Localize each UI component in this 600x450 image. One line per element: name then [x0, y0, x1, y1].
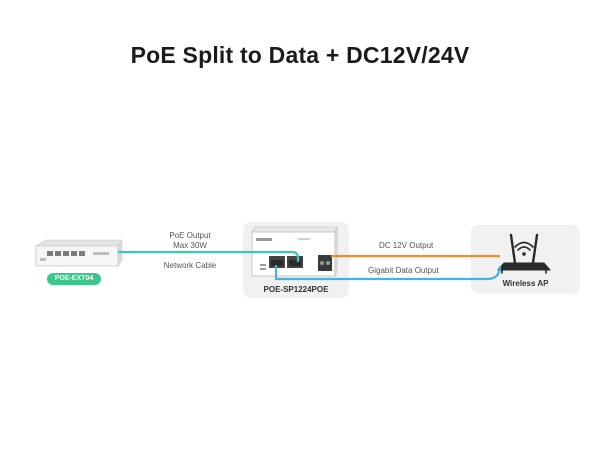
splitter-model-label: POE-SP1224POE [263, 285, 329, 294]
poe-max-label: Max 30W [173, 241, 207, 250]
switch-model-badge: POE-EXT04 [47, 273, 101, 285]
wireless-router-icon [497, 233, 551, 274]
gigabit-data-line [274, 265, 502, 281]
poe-switch-icon [34, 239, 123, 267]
page-title: PoE Split to Data + DC12V/24V [130, 42, 470, 68]
dc-output-label: DC 12V Output [379, 241, 434, 250]
ap-panel [471, 225, 580, 294]
poe-splitter-icon [251, 226, 338, 277]
poe-output-label: PoE Output [169, 231, 211, 240]
network-cable-label: Network Cable [163, 261, 217, 270]
ap-name-label: Wireless AP [502, 279, 549, 288]
gigabit-output-label: Gigabit Data Output [368, 266, 439, 275]
network-cable-line [118, 250, 300, 262]
